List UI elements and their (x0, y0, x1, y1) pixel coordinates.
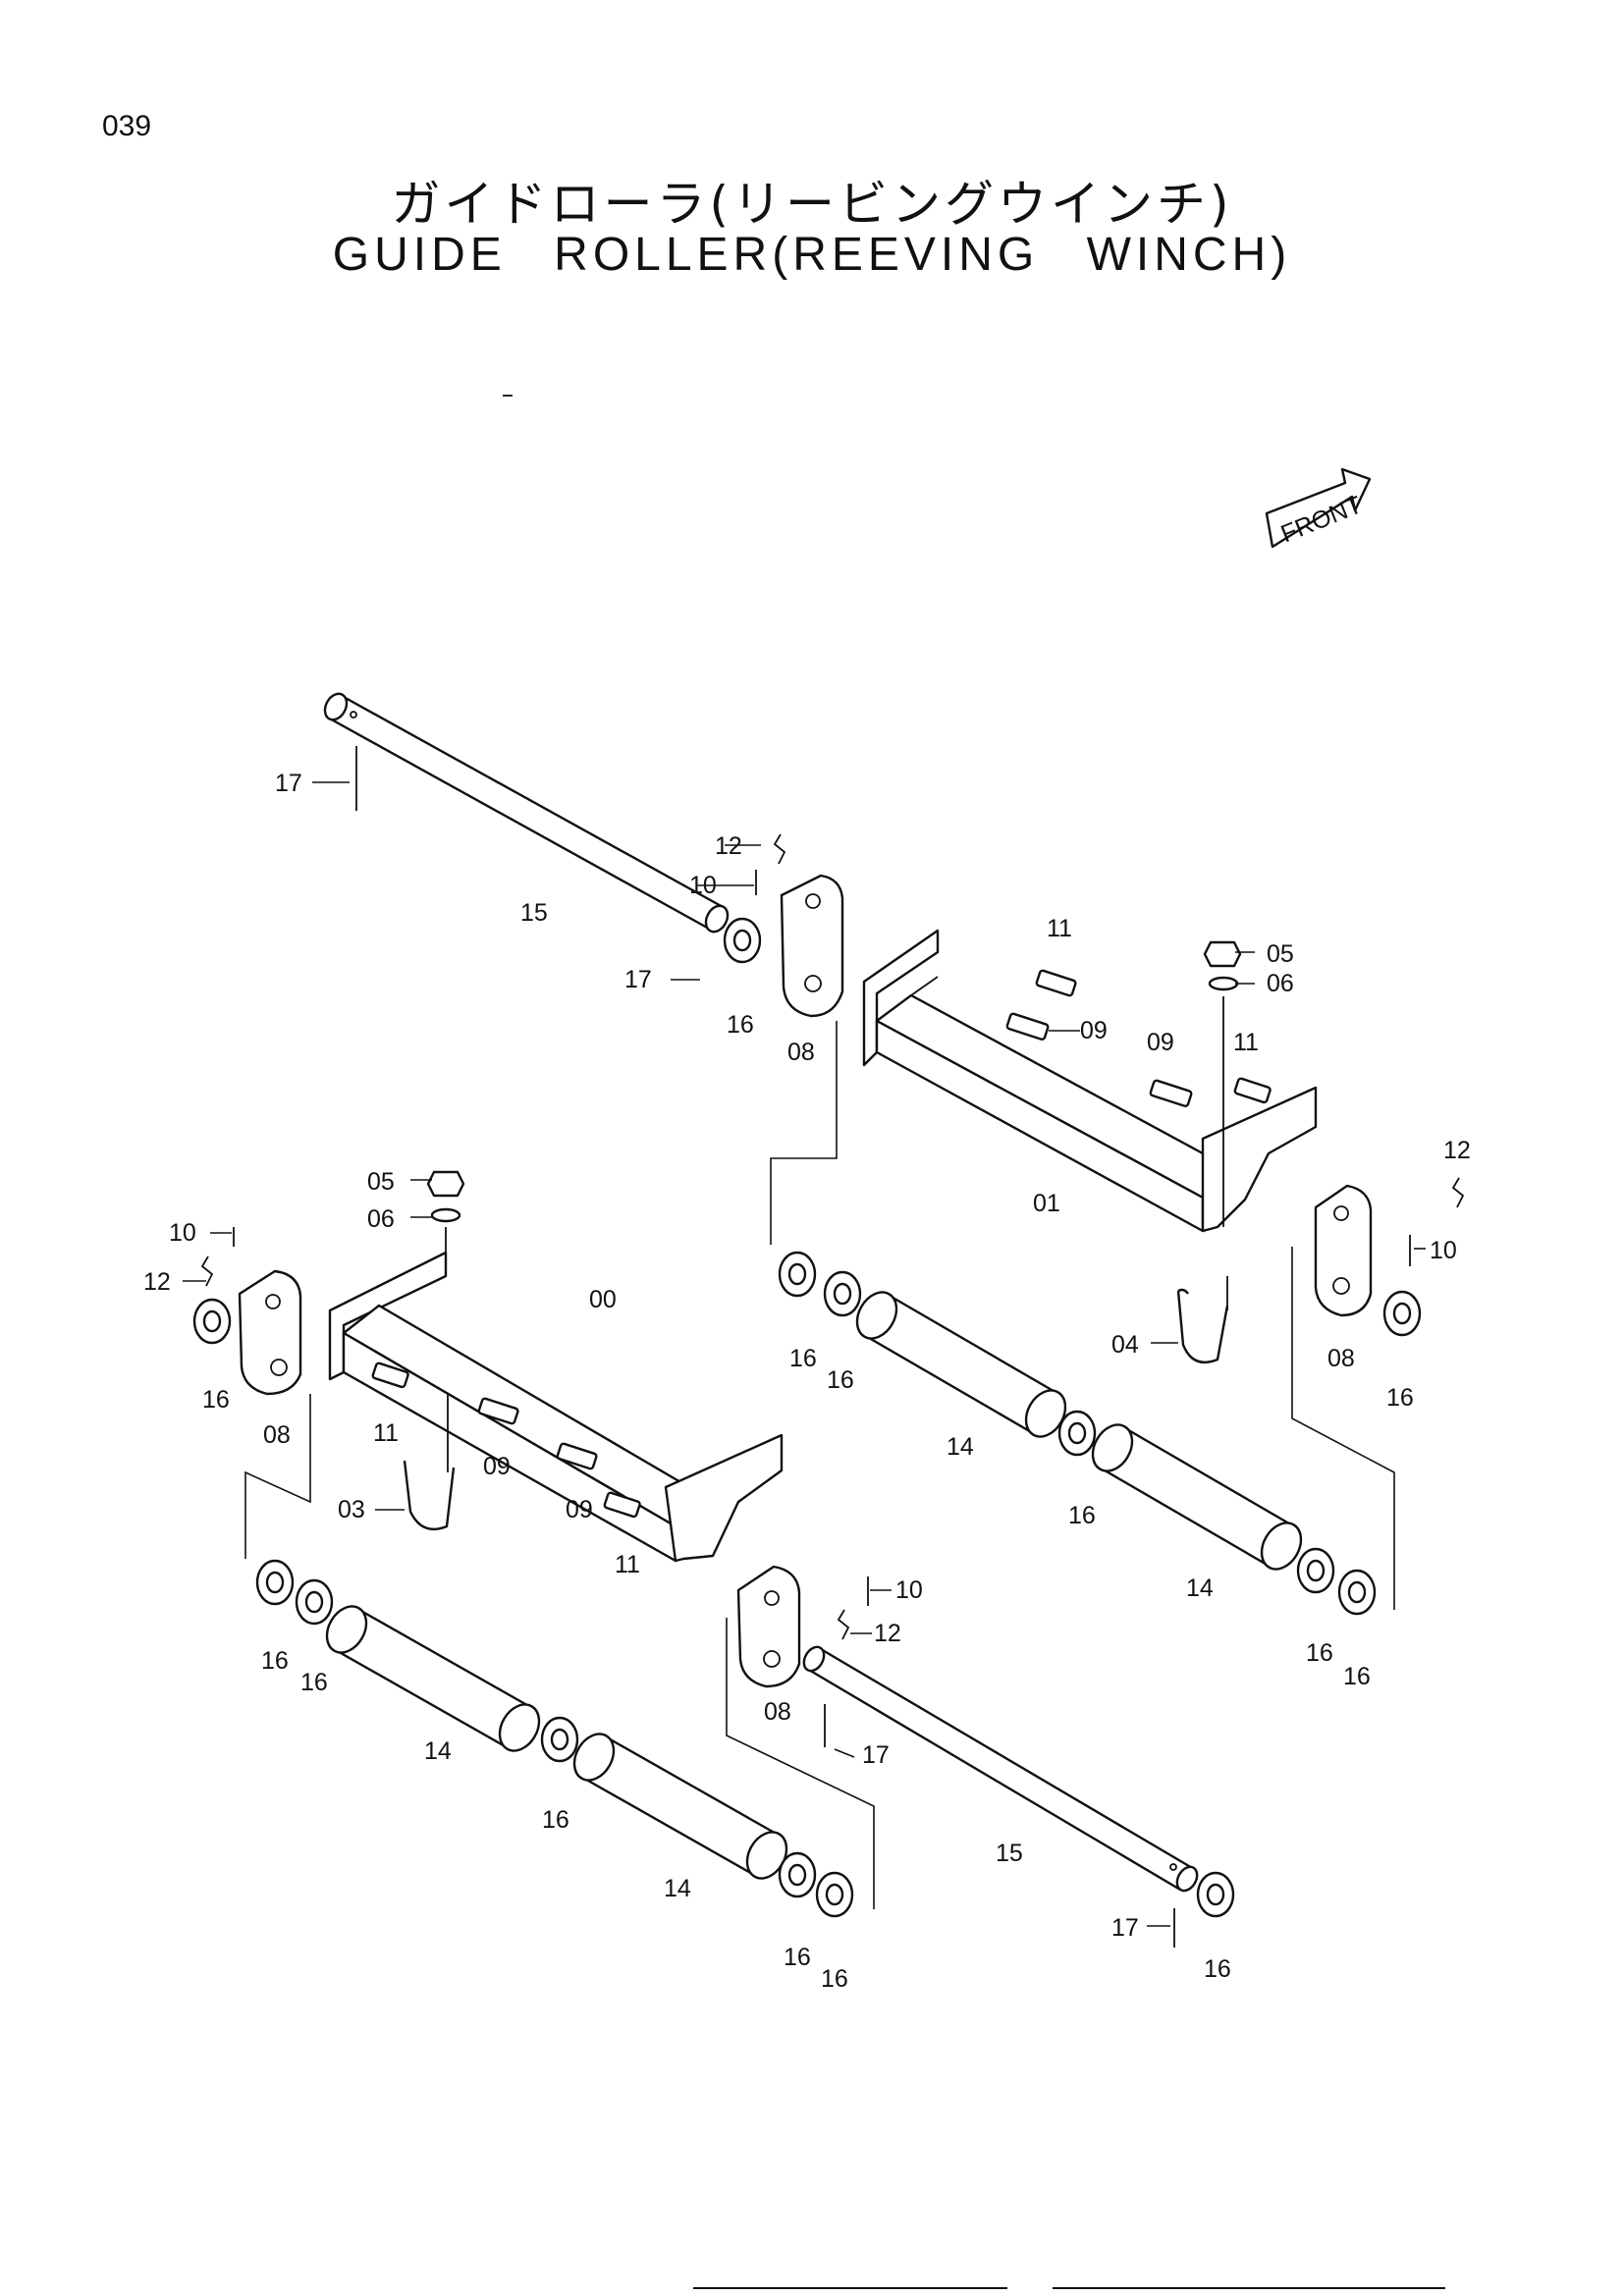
bracket-08-upper-left (780, 874, 844, 1018)
frame-01 (862, 929, 1318, 1233)
callout-09: 09 (1147, 1029, 1174, 1056)
u-bolt-04 (1176, 1288, 1229, 1364)
page-number: 039 (102, 110, 152, 142)
callout-16: 16 (1204, 1955, 1231, 1983)
washer-16-upper-right (1382, 1290, 1422, 1337)
roller-14-upper-b (1091, 1423, 1303, 1571)
bolt-09-lower-b (556, 1442, 598, 1470)
callout-12: 12 (874, 1620, 901, 1647)
callout-10: 10 (1430, 1237, 1457, 1264)
callout-16: 16 (789, 1345, 817, 1372)
callout-14: 14 (947, 1433, 974, 1461)
washer-16-mid-e (1337, 1569, 1377, 1616)
callout-01: 01 (1033, 1190, 1060, 1217)
callout-11: 11 (1047, 915, 1072, 942)
callout-04: 04 (1111, 1331, 1139, 1359)
footer-rule-right (1053, 2287, 1445, 2289)
callout-16: 16 (784, 1944, 811, 1971)
bracket-08-lower-right (736, 1565, 801, 1688)
callout-15: 15 (996, 1840, 1023, 1867)
bolt-09-upper-b (1149, 1079, 1193, 1107)
callout-17: 17 (1111, 1914, 1139, 1942)
washer-16-mid-a (778, 1251, 817, 1298)
callout-17: 17 (624, 966, 652, 993)
callout-11: 11 (615, 1551, 640, 1578)
washer-16-mid-c (1057, 1410, 1097, 1457)
callout-05: 05 (1267, 940, 1294, 968)
bolt-09-lower-a (477, 1397, 519, 1425)
nut-05-lower (426, 1170, 465, 1198)
roller-14-lower-a (325, 1605, 541, 1752)
callout-08: 08 (764, 1698, 791, 1726)
callout-00: 00 (589, 1286, 617, 1313)
callout-12: 12 (1443, 1137, 1471, 1164)
washer-06-upper (1208, 976, 1239, 991)
callout-10: 10 (169, 1219, 196, 1247)
bolt-11-lower-b (603, 1491, 641, 1519)
callout-16: 16 (1343, 1663, 1371, 1690)
callout-16: 16 (1306, 1639, 1333, 1667)
roller-14-lower-b (572, 1733, 788, 1880)
callout-09: 09 (1080, 1017, 1108, 1044)
title-english: GUIDE ROLLER(REEVING WINCH) (332, 229, 1292, 281)
callout-16: 16 (542, 1806, 569, 1834)
callout-11: 11 (1233, 1029, 1259, 1056)
callout-12: 12 (143, 1268, 171, 1296)
callout-08: 08 (263, 1421, 291, 1449)
callout-17: 17 (862, 1741, 890, 1769)
bolt-11-lower-a (371, 1362, 409, 1389)
washer-16-lower-c (540, 1716, 579, 1763)
shaft-15-upper (323, 692, 730, 934)
washer-16-lower-e (815, 1871, 854, 1918)
washer-16-lower-d (778, 1851, 817, 1898)
bolt-09-upper-a (1005, 1012, 1050, 1041)
washer-16-lower-right-end (1196, 1871, 1235, 1918)
shaft-15-lower (802, 1645, 1199, 1893)
callout-03: 03 (338, 1496, 365, 1523)
callout-16: 16 (261, 1647, 289, 1675)
washer-16-upper-left (723, 917, 762, 964)
washer-16-lower-left (192, 1298, 232, 1345)
callout-15: 15 (520, 899, 548, 927)
title-japanese: ガイドローラ(リービングウインチ) (391, 176, 1233, 233)
footer-rule-left (693, 2287, 1007, 2289)
callout-09: 09 (483, 1453, 511, 1480)
callout-16: 16 (202, 1386, 230, 1414)
callout-14: 14 (424, 1737, 452, 1765)
nut-05-upper (1203, 940, 1242, 968)
callout-16: 16 (300, 1669, 328, 1696)
front-arrow-icon: FRONT (1265, 467, 1372, 548)
callout-16: 16 (821, 1965, 848, 1993)
callout-12: 12 (715, 832, 742, 860)
callout-16: 16 (1386, 1384, 1414, 1412)
frame-00 (328, 1251, 784, 1563)
callout-08: 08 (1327, 1345, 1355, 1372)
washer-16-lower-a (255, 1559, 295, 1606)
callout-16: 16 (827, 1366, 854, 1394)
bracket-08-upper-right (1314, 1184, 1373, 1317)
callout-06: 06 (367, 1205, 395, 1233)
bolt-11-upper-b (1233, 1077, 1272, 1104)
bolt-11-upper-a (1035, 969, 1077, 997)
callout-16: 16 (727, 1011, 754, 1039)
washer-16-mid-b (823, 1270, 862, 1317)
washer-06-lower (430, 1207, 461, 1223)
u-bolt-03 (403, 1460, 456, 1531)
callout-17: 17 (275, 770, 302, 797)
bracket-08-lower-left (238, 1269, 302, 1396)
callout-11: 11 (373, 1419, 399, 1447)
washer-16-mid-d (1296, 1547, 1335, 1594)
callout-10: 10 (895, 1576, 923, 1604)
roller-14-upper-a (855, 1291, 1067, 1438)
callout-14: 14 (1186, 1575, 1214, 1602)
callout-14: 14 (664, 1875, 691, 1902)
washer-16-lower-b (295, 1578, 334, 1626)
callout-16: 16 (1068, 1502, 1096, 1529)
callout-06: 06 (1267, 970, 1294, 997)
callout-09: 09 (566, 1496, 593, 1523)
callout-10: 10 (689, 872, 717, 899)
callout-05: 05 (367, 1168, 395, 1196)
callout-08: 08 (787, 1039, 815, 1066)
